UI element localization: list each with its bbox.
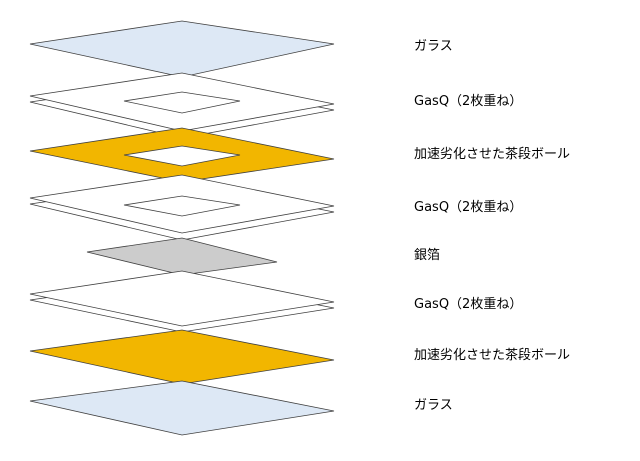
layer-label-glass-bottom: ガラス: [414, 398, 453, 413]
layer-label-gasq-2: GasQ（2枚重ね）: [414, 200, 523, 215]
cardboard-sheet: [29, 329, 335, 385]
silver-foil-layer: [86, 237, 278, 276]
gasq-layer-1: [29, 72, 335, 139]
glass-plate: [29, 380, 335, 436]
cardboard-frame-layer: [29, 127, 335, 183]
cardboard-frame: [29, 127, 335, 183]
glass-layer-bottom: [29, 380, 335, 436]
gasq-window: [123, 91, 241, 114]
gasq-sheet-upper: [29, 270, 335, 327]
layer-label-gasq-1: GasQ（2枚重ね）: [414, 94, 523, 109]
layer-label-cardboard-sheet: 加速劣化させた茶段ボール: [414, 348, 571, 363]
gasq-layer-3: [29, 270, 335, 333]
gasq-layer-2: [29, 174, 335, 241]
glass-plate: [29, 20, 335, 78]
layer-label-gasq-3: GasQ（2枚重ね）: [414, 297, 523, 312]
layer-label-silver-foil: 銀箔: [414, 248, 441, 263]
gasq-window: [123, 195, 241, 217]
layer-label-cardboard-frame: 加速劣化させた茶段ボール: [414, 147, 571, 162]
layer-label-glass-top: ガラス: [414, 39, 453, 54]
cardboard-sheet-layer: [29, 329, 335, 385]
glass-layer-top: [29, 20, 335, 78]
silver-foil: [86, 237, 278, 276]
